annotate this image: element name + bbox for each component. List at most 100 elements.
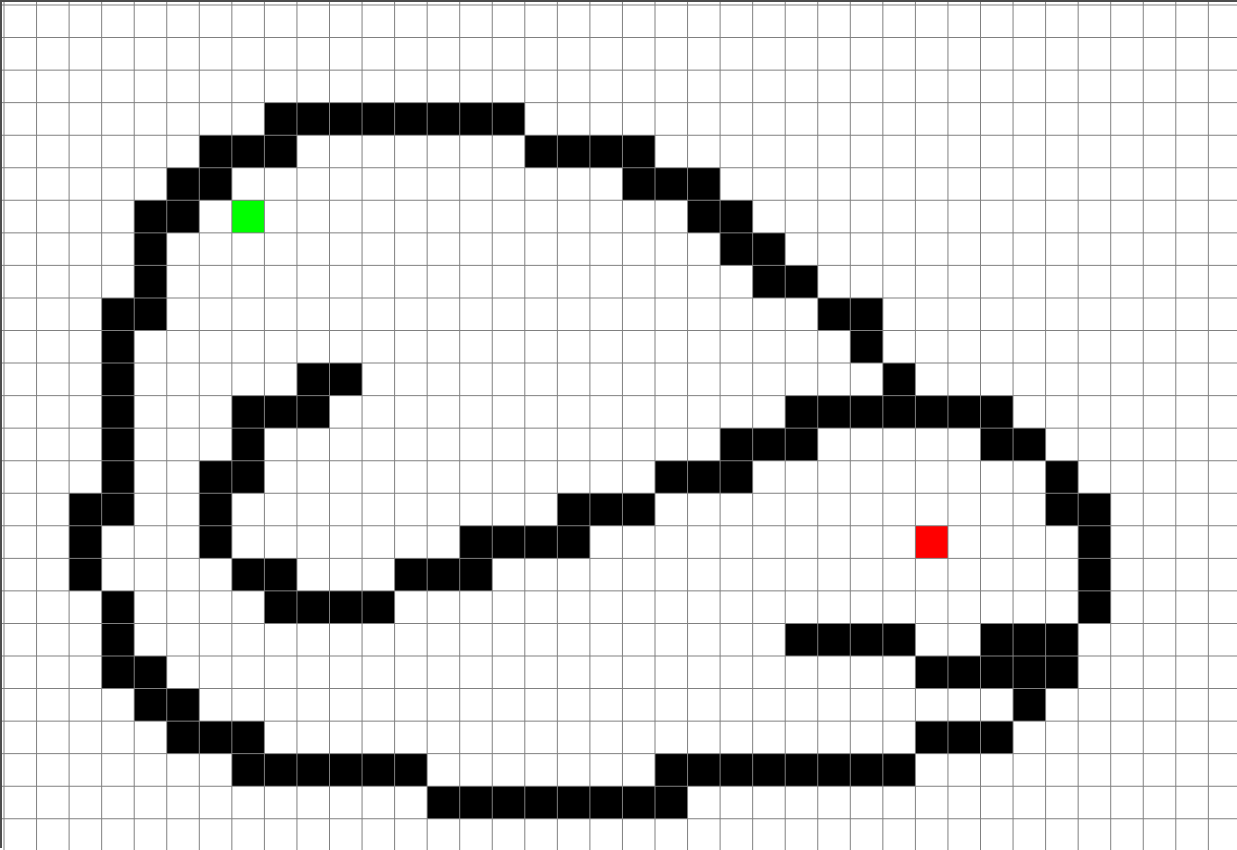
wall-cell <box>394 102 428 136</box>
wall-cell <box>101 363 135 396</box>
wall-cell <box>785 395 818 429</box>
wall-cell <box>329 363 363 396</box>
wall-cell <box>589 135 623 168</box>
wall-cell <box>101 656 135 689</box>
wall-cell <box>101 428 135 461</box>
wall-cell <box>101 395 135 429</box>
start-marker <box>231 200 265 233</box>
wall-cell <box>101 623 135 656</box>
wall-cell <box>817 753 851 787</box>
wall-cell <box>557 493 590 526</box>
wall-cell <box>947 656 981 689</box>
wall-cell <box>785 753 818 787</box>
wall-cell <box>915 721 948 754</box>
wall-cell <box>752 232 786 266</box>
wall-cell <box>980 428 1014 461</box>
wall-cell <box>264 558 297 591</box>
wall-cell <box>915 395 948 429</box>
wall-cell <box>785 623 818 656</box>
wall-cell <box>231 753 265 787</box>
wall-cell <box>296 102 330 136</box>
wall-cell <box>231 135 265 168</box>
wall-cell <box>134 656 167 689</box>
wall-cell <box>1013 656 1046 689</box>
wall-cell <box>557 786 590 819</box>
wall-cell <box>1078 558 1111 591</box>
wall-cell <box>687 200 721 233</box>
wall-cell <box>687 167 721 201</box>
wall-cell <box>69 525 102 559</box>
wall-cell <box>134 688 167 722</box>
wall-cell <box>720 753 753 787</box>
wall-cell <box>329 753 363 787</box>
wall-cell <box>720 460 753 494</box>
wall-cell <box>752 428 786 461</box>
wall-cell <box>882 623 916 656</box>
wall-cell <box>524 135 558 168</box>
wall-cell <box>296 363 330 396</box>
wall-cell <box>1013 688 1046 722</box>
wall-cell <box>231 721 265 754</box>
wall-cell <box>459 558 493 591</box>
wall-cell <box>817 623 851 656</box>
wall-cell <box>166 721 200 754</box>
wall-cell <box>915 656 948 689</box>
wall-cell <box>101 460 135 494</box>
wall-cell <box>524 525 558 559</box>
wall-cell <box>199 493 232 526</box>
wall-cell <box>199 135 232 168</box>
wall-cell <box>231 395 265 429</box>
wall-cell <box>101 330 135 364</box>
wall-cell <box>980 623 1014 656</box>
wall-cell <box>231 428 265 461</box>
wall-cell <box>1045 623 1079 656</box>
wall-cell <box>264 590 297 624</box>
wall-cell <box>264 753 297 787</box>
wall-cell <box>589 786 623 819</box>
wall-cell <box>329 590 363 624</box>
wall-cell <box>492 102 525 136</box>
wall-cell <box>720 428 753 461</box>
wall-cell <box>166 688 200 722</box>
wall-cell <box>817 297 851 331</box>
wall-cell <box>427 786 460 819</box>
wall-cell <box>589 493 623 526</box>
wall-cell <box>1013 428 1046 461</box>
wall-cell <box>101 590 135 624</box>
wall-cell <box>1045 460 1079 494</box>
wall-cell <box>980 721 1014 754</box>
wall-cell <box>134 232 167 266</box>
wall-cell <box>882 753 916 787</box>
wall-cell <box>362 753 395 787</box>
wall-cell <box>296 395 330 429</box>
wall-cell <box>231 460 265 494</box>
wall-cell <box>1013 623 1046 656</box>
wall-cell <box>101 297 135 331</box>
wall-cell <box>362 102 395 136</box>
wall-cell <box>362 590 395 624</box>
wall-cell <box>557 135 590 168</box>
wall-cell <box>264 395 297 429</box>
wall-cell <box>69 558 102 591</box>
wall-cell <box>785 265 818 298</box>
wall-cell <box>427 102 460 136</box>
wall-cell <box>199 460 232 494</box>
wall-cell <box>492 786 525 819</box>
wall-cell <box>459 102 493 136</box>
wall-cell <box>622 167 655 201</box>
markers-layer <box>231 200 948 559</box>
wall-cell <box>980 395 1014 429</box>
wall-cell <box>882 395 916 429</box>
wall-cell <box>850 395 883 429</box>
wall-cell <box>264 135 297 168</box>
wall-cell <box>980 656 1014 689</box>
wall-cell <box>1078 493 1111 526</box>
wall-cell <box>329 102 363 136</box>
wall-cell <box>622 786 655 819</box>
wall-cell <box>850 623 883 656</box>
wall-cell <box>427 558 460 591</box>
wall-cell <box>1078 525 1111 559</box>
wall-cell <box>687 753 721 787</box>
wall-cell <box>296 753 330 787</box>
